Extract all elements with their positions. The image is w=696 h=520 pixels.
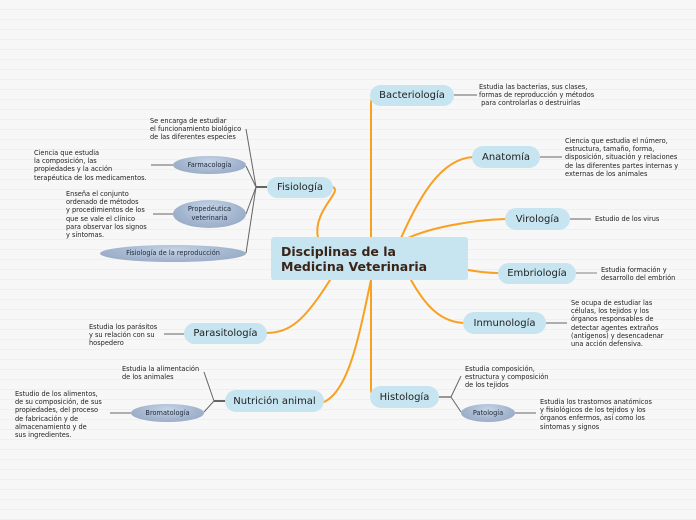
node-patologia[interactable]: Patología <box>461 404 515 422</box>
node-bromatologia[interactable]: Bromatología <box>131 404 204 422</box>
link-central-embriologia <box>467 269 499 274</box>
note-farmacologia: Ciencia que estudia la composición, las … <box>34 149 147 182</box>
link-histologia-patologia <box>450 396 462 413</box>
link-central-anatomia <box>400 156 475 239</box>
note-patologia: Estudia los trastornos anatómicos y fisi… <box>540 398 652 431</box>
link-fisiologia-reproduccion <box>245 186 257 254</box>
link-central-nutricion <box>323 279 372 403</box>
link-fisiologia-note <box>245 128 257 188</box>
central-topic[interactable]: Disciplinas de la Medicina Veterinaria <box>271 237 468 280</box>
node-inmunologia[interactable]: Inmunología <box>463 312 546 334</box>
link-central-inmunologia <box>410 279 465 324</box>
node-bacteriologia[interactable]: Bacteriología <box>370 85 454 106</box>
note-nutricion: Estudia la alimentación de los animales <box>122 365 200 382</box>
note-fisiologia: Se encarga de estudiar el funcionamiento… <box>150 117 242 142</box>
node-anatomia[interactable]: Anatomía <box>472 146 540 168</box>
node-parasitologia[interactable]: Parasitología <box>184 323 267 344</box>
node-embriologia[interactable]: Embriología <box>498 263 576 284</box>
link-central-parasitologia <box>265 279 331 334</box>
node-farmacologia[interactable]: Farmacología <box>173 156 246 174</box>
node-fisiologia[interactable]: Fisiología <box>267 177 333 198</box>
link-nutricion-note <box>203 371 215 402</box>
note-virologia: Estudio de los virus <box>595 215 660 223</box>
note-bromatologia: Estudio de los alimentos, de su composic… <box>15 390 102 440</box>
node-fisiologia-reproduccion[interactable]: Fisiología de la reproducción <box>100 245 246 262</box>
link-central-virologia <box>407 218 507 239</box>
node-virologia[interactable]: Virología <box>505 208 570 230</box>
link-central-histologia <box>370 279 375 397</box>
note-inmunologia: Se ocupa de estudiar las células, los te… <box>571 299 664 349</box>
note-bacteriologia: Estudia las bacterias, sus clases, forma… <box>479 83 595 108</box>
note-anatomia: Ciencia que estudia el número, estructur… <box>565 137 679 178</box>
link-fisiologia-propedeutica <box>245 186 257 215</box>
node-histologia[interactable]: Histología <box>370 386 439 408</box>
link-central-bacteriologia <box>370 94 377 239</box>
link-histologia-note <box>450 375 462 398</box>
note-histologia: Estudia composición, estructura y compos… <box>465 365 549 390</box>
note-embriologia: Estudia formación y desarrollo del embri… <box>601 266 676 283</box>
link-nutricion-bromatologia <box>203 400 215 413</box>
note-propedeutica: Enseña el conjunto ordenado de métodos y… <box>66 190 147 240</box>
link-central-fisiologia <box>316 186 336 239</box>
link-fisiologia-farmacologia <box>245 165 257 188</box>
note-parasitologia: Estudia los parásitos y su relación con … <box>89 323 158 348</box>
node-nutricion-animal[interactable]: Nutrición animal <box>225 390 324 412</box>
node-propedeutica-veterinaria[interactable]: Propedéutica veterinaria <box>173 200 246 228</box>
